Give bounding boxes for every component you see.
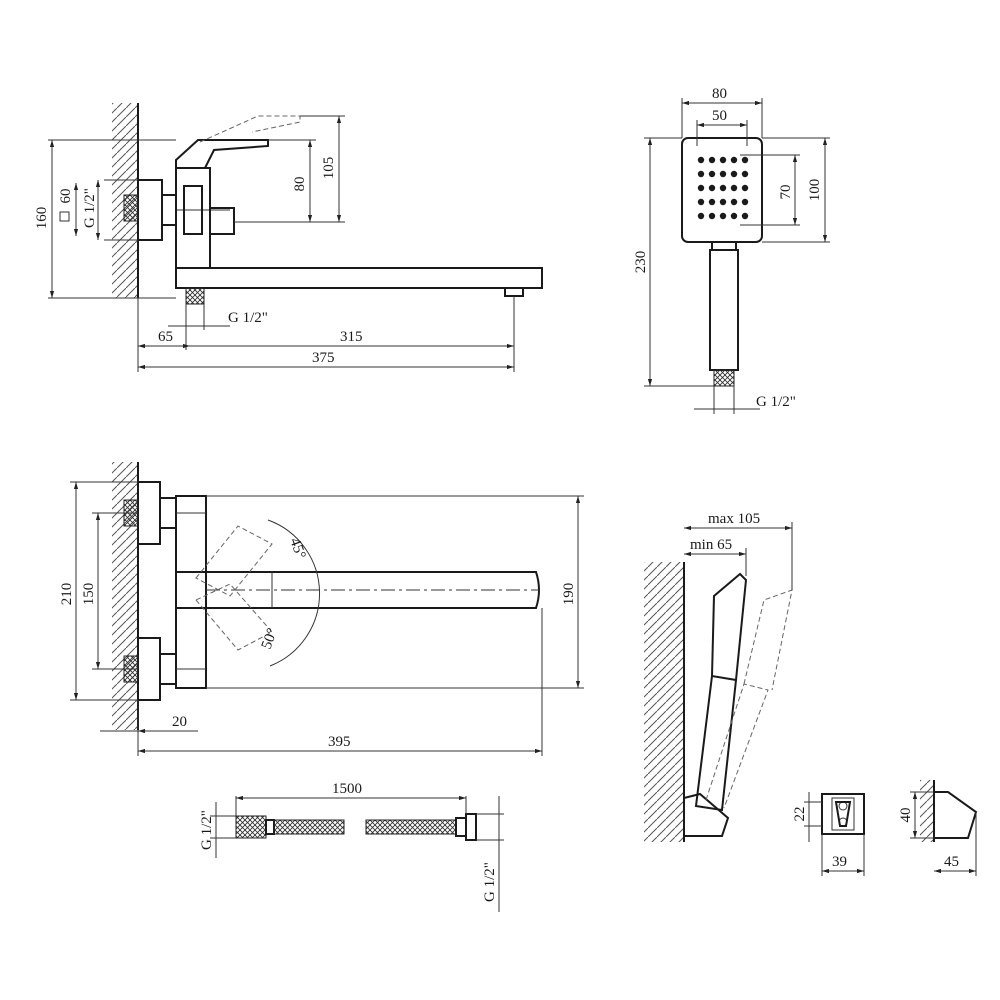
hose-right-section bbox=[365, 819, 457, 835]
side-view: 160 60 G 1/2" 80 105 G 1/2" 65 315 375 bbox=[34, 103, 543, 372]
dim-holder-max: max 105 bbox=[708, 511, 760, 527]
inlet-thread bbox=[123, 194, 139, 222]
dim-side-315: 315 bbox=[340, 329, 363, 345]
holder-view: max 105 min 65 bbox=[644, 511, 793, 842]
dim-side-160: 160 bbox=[34, 207, 50, 230]
dim-hose-thread-right: G 1/2" bbox=[482, 862, 498, 902]
nozzle-dot bbox=[697, 184, 705, 192]
lever-handle-side bbox=[175, 139, 269, 169]
nozzle-dot bbox=[719, 184, 727, 192]
dim-top-190: 190 bbox=[561, 583, 577, 606]
nozzle-dot bbox=[708, 212, 716, 220]
dim-side-105: 105 bbox=[321, 157, 337, 180]
shower-handle bbox=[709, 249, 739, 371]
dim-bracket-40: 40 bbox=[898, 808, 914, 823]
dim-top-150: 150 bbox=[81, 583, 97, 606]
dim-side-80: 80 bbox=[292, 177, 308, 192]
bracket-front bbox=[821, 793, 865, 835]
shower-head bbox=[681, 137, 763, 243]
spout-top bbox=[175, 571, 540, 609]
dim-top-20: 20 bbox=[172, 714, 187, 730]
nozzle-dot bbox=[730, 212, 738, 220]
shower-thread bbox=[713, 369, 735, 387]
handle-in-holder bbox=[694, 674, 738, 812]
dim-shower-100: 100 bbox=[807, 179, 823, 202]
dim-side-65: 65 bbox=[158, 329, 173, 345]
bracket-front-view: 22 39 bbox=[792, 792, 865, 876]
bracket-side bbox=[933, 791, 978, 839]
nozzle-dot bbox=[708, 170, 716, 178]
angle-45: 45° bbox=[286, 536, 308, 561]
nozzle-dot bbox=[741, 156, 749, 164]
hose-view: 1500 G 1/2" G 1/2" bbox=[199, 781, 504, 912]
nozzle-dot bbox=[708, 198, 716, 206]
nozzle-dot bbox=[741, 212, 749, 220]
nozzle-dot bbox=[697, 156, 705, 164]
spout-side bbox=[175, 267, 543, 289]
mixer-body-side bbox=[175, 167, 211, 269]
nozzle-dot bbox=[741, 170, 749, 178]
mixer-body-top bbox=[175, 495, 207, 689]
dim-top-395: 395 bbox=[328, 734, 351, 750]
nozzle-dot bbox=[708, 184, 716, 192]
angle-50: 50° bbox=[259, 626, 281, 651]
hose-left-section bbox=[273, 819, 345, 835]
dim-shower-230: 230 bbox=[633, 251, 649, 274]
nozzle-dot bbox=[708, 156, 716, 164]
holder-base bbox=[683, 792, 730, 837]
top-view: 45° 50° 210 150 190 20 395 bbox=[59, 462, 584, 756]
hose-nut-left bbox=[235, 815, 267, 839]
nozzle-dot bbox=[697, 198, 705, 206]
dim-hose-thread-left: G 1/2" bbox=[199, 810, 215, 850]
nozzle-dot bbox=[697, 212, 705, 220]
nozzle-dot bbox=[719, 156, 727, 164]
dim-shower-70: 70 bbox=[778, 185, 794, 200]
dim-shower-thread: G 1/2" bbox=[756, 394, 796, 410]
shower-nozzle-grid bbox=[697, 156, 749, 220]
nozzle-dot bbox=[741, 198, 749, 206]
nozzle-dot bbox=[719, 170, 727, 178]
dim-side-60: 60 bbox=[58, 189, 74, 204]
dim-hose-1500: 1500 bbox=[332, 781, 362, 797]
dim-top-210: 210 bbox=[59, 583, 75, 606]
dim-shower-80: 80 bbox=[712, 86, 727, 102]
outlet-thread bbox=[185, 287, 205, 305]
nozzle-dot bbox=[730, 156, 738, 164]
nozzle-dot bbox=[730, 198, 738, 206]
nozzle-dot bbox=[719, 198, 727, 206]
dim-holder-min: min 65 bbox=[690, 537, 732, 553]
nozzle-dot bbox=[730, 170, 738, 178]
dim-bracket-39: 39 bbox=[832, 854, 847, 870]
dim-bracket-22: 22 bbox=[792, 807, 808, 822]
dim-side-thread-inlet: G 1/2" bbox=[82, 188, 98, 228]
dim-side-375: 375 bbox=[312, 350, 335, 366]
dim-bracket-45: 45 bbox=[944, 854, 959, 870]
nozzle-dot bbox=[741, 184, 749, 192]
wall-hatch-holder bbox=[644, 562, 684, 842]
dim-side-thread-outlet: G 1/2" bbox=[228, 310, 268, 326]
hand-shower-view: 80 50 70 100 230 G 1/2" bbox=[633, 86, 830, 414]
nozzle-dot bbox=[697, 170, 705, 178]
nozzle-dot bbox=[719, 212, 727, 220]
hose-nut-right bbox=[465, 813, 477, 841]
bracket-side-view: 40 45 bbox=[898, 780, 978, 876]
nozzle-dot bbox=[730, 184, 738, 192]
dim-shower-50: 50 bbox=[712, 108, 727, 124]
